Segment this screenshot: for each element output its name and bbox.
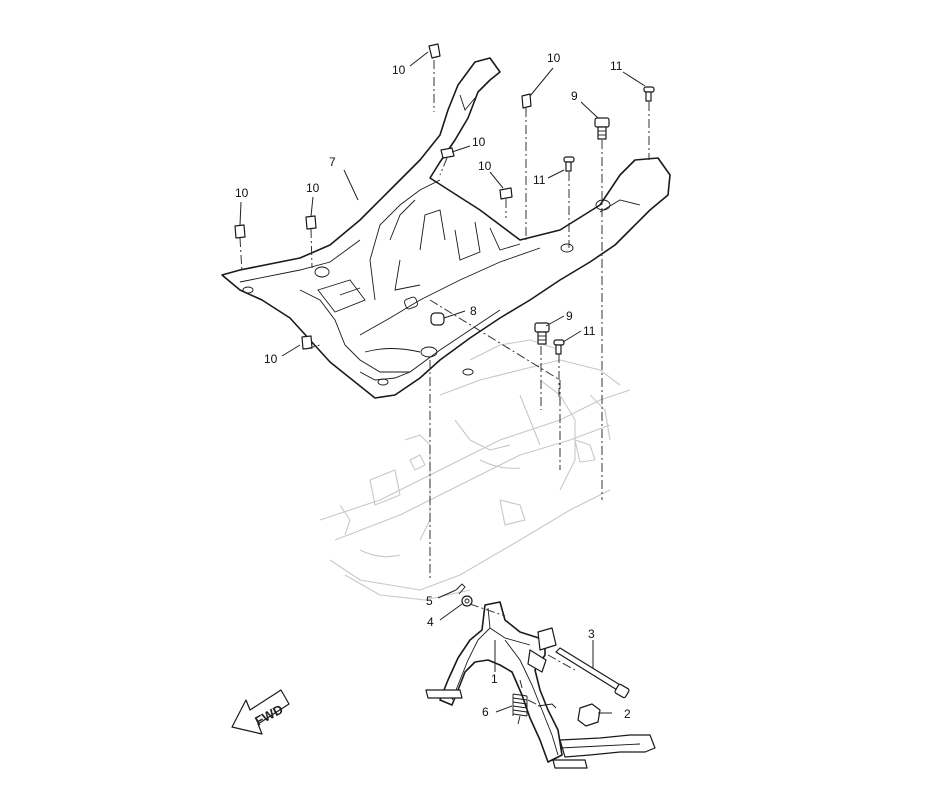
callout-10-middle: 10 bbox=[472, 135, 486, 149]
callout-7: 7 bbox=[329, 155, 336, 169]
stand-stopper-part-2 bbox=[577, 703, 601, 727]
callout-10-inner: 10 bbox=[478, 159, 492, 173]
callout-11-lower: 11 bbox=[583, 324, 596, 338]
alignment-lines bbox=[239, 60, 650, 707]
stand-spring-part-6 bbox=[512, 679, 557, 725]
cotter-pin-part-5 bbox=[455, 583, 466, 595]
callout-10-left-inner: 10 bbox=[306, 181, 320, 195]
bolt-part-9-upper bbox=[594, 117, 610, 140]
callout-1: 1 bbox=[491, 672, 498, 686]
washer-part-4 bbox=[461, 595, 473, 607]
grommet-part-8 bbox=[430, 312, 445, 326]
callout-11-top: 11 bbox=[610, 59, 623, 73]
callout-10-bottom-left: 10 bbox=[264, 352, 278, 366]
callout-3: 3 bbox=[588, 627, 595, 641]
callout-2: 2 bbox=[624, 707, 631, 721]
stand-shaft-part-3 bbox=[555, 647, 630, 699]
callout-10-left: 10 bbox=[235, 186, 249, 200]
callout-10-top-left: 10 bbox=[392, 63, 406, 77]
forward-direction-arrow: FWD bbox=[231, 689, 290, 735]
frame-chassis bbox=[319, 339, 631, 601]
callout-labels: 10 10 9 11 10 10 11 7 10 10 10 8 9 11 5 … bbox=[235, 51, 631, 721]
callout-4: 4 bbox=[427, 615, 434, 629]
callout-11-middle: 11 bbox=[533, 173, 546, 187]
center-stand-part-1 bbox=[425, 601, 656, 769]
callout-10-top-right: 10 bbox=[547, 51, 561, 65]
callout-8: 8 bbox=[470, 304, 477, 318]
clip-fasteners-part-10 bbox=[234, 43, 532, 350]
callout-6: 6 bbox=[482, 705, 489, 719]
floor-panel-part-7 bbox=[221, 57, 671, 399]
bolt-part-9-lower bbox=[534, 322, 550, 345]
callout-5: 5 bbox=[426, 594, 433, 608]
callout-9-lower: 9 bbox=[566, 309, 573, 323]
leader-lines bbox=[239, 51, 646, 714]
screw-part-11 bbox=[553, 86, 655, 355]
callout-9-upper: 9 bbox=[571, 89, 578, 103]
